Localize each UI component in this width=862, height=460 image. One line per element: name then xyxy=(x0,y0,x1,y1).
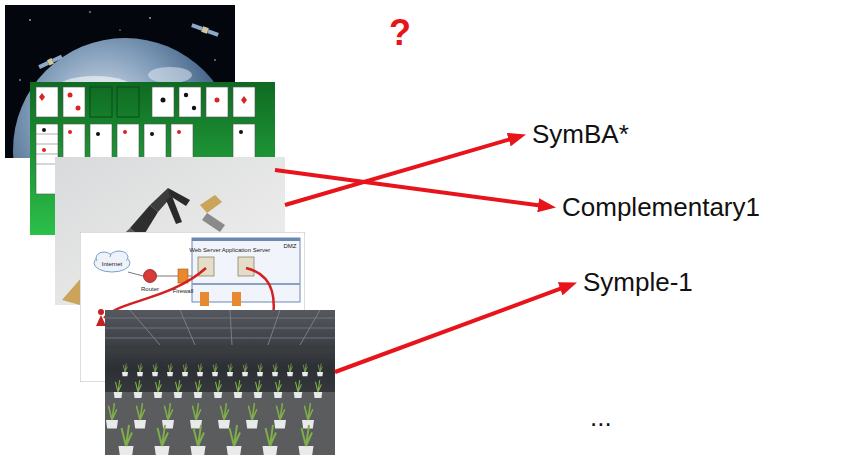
ellipsis-label: ... xyxy=(586,400,616,435)
earth-photo xyxy=(5,5,235,158)
network-photo xyxy=(80,232,305,382)
arrow xyxy=(275,170,542,206)
network-label: DMZ xyxy=(284,243,297,250)
solitaire-photo xyxy=(30,82,275,235)
greenhouse-photo xyxy=(105,310,335,455)
robot-photo xyxy=(55,157,285,305)
network-label: Internet xyxy=(102,261,122,268)
node-text: Complementary1 xyxy=(562,192,760,223)
question-mark: ? xyxy=(389,13,411,53)
node-text: SymBA* xyxy=(532,119,629,150)
network-label: Router xyxy=(141,286,159,293)
arrow xyxy=(335,287,564,372)
network-label: Firewall xyxy=(173,288,194,295)
network-label: Web Server xyxy=(189,247,221,254)
method-label: SymBA* xyxy=(528,117,633,152)
greenhouse-photo xyxy=(105,310,335,455)
node-text: Symple-1 xyxy=(583,267,693,298)
method-label: Complementary1 xyxy=(558,190,764,225)
arrow xyxy=(285,139,513,205)
method-label: Symple-1 xyxy=(579,265,697,300)
node-text: ... xyxy=(590,402,612,433)
network-label: Application Server xyxy=(222,247,271,254)
